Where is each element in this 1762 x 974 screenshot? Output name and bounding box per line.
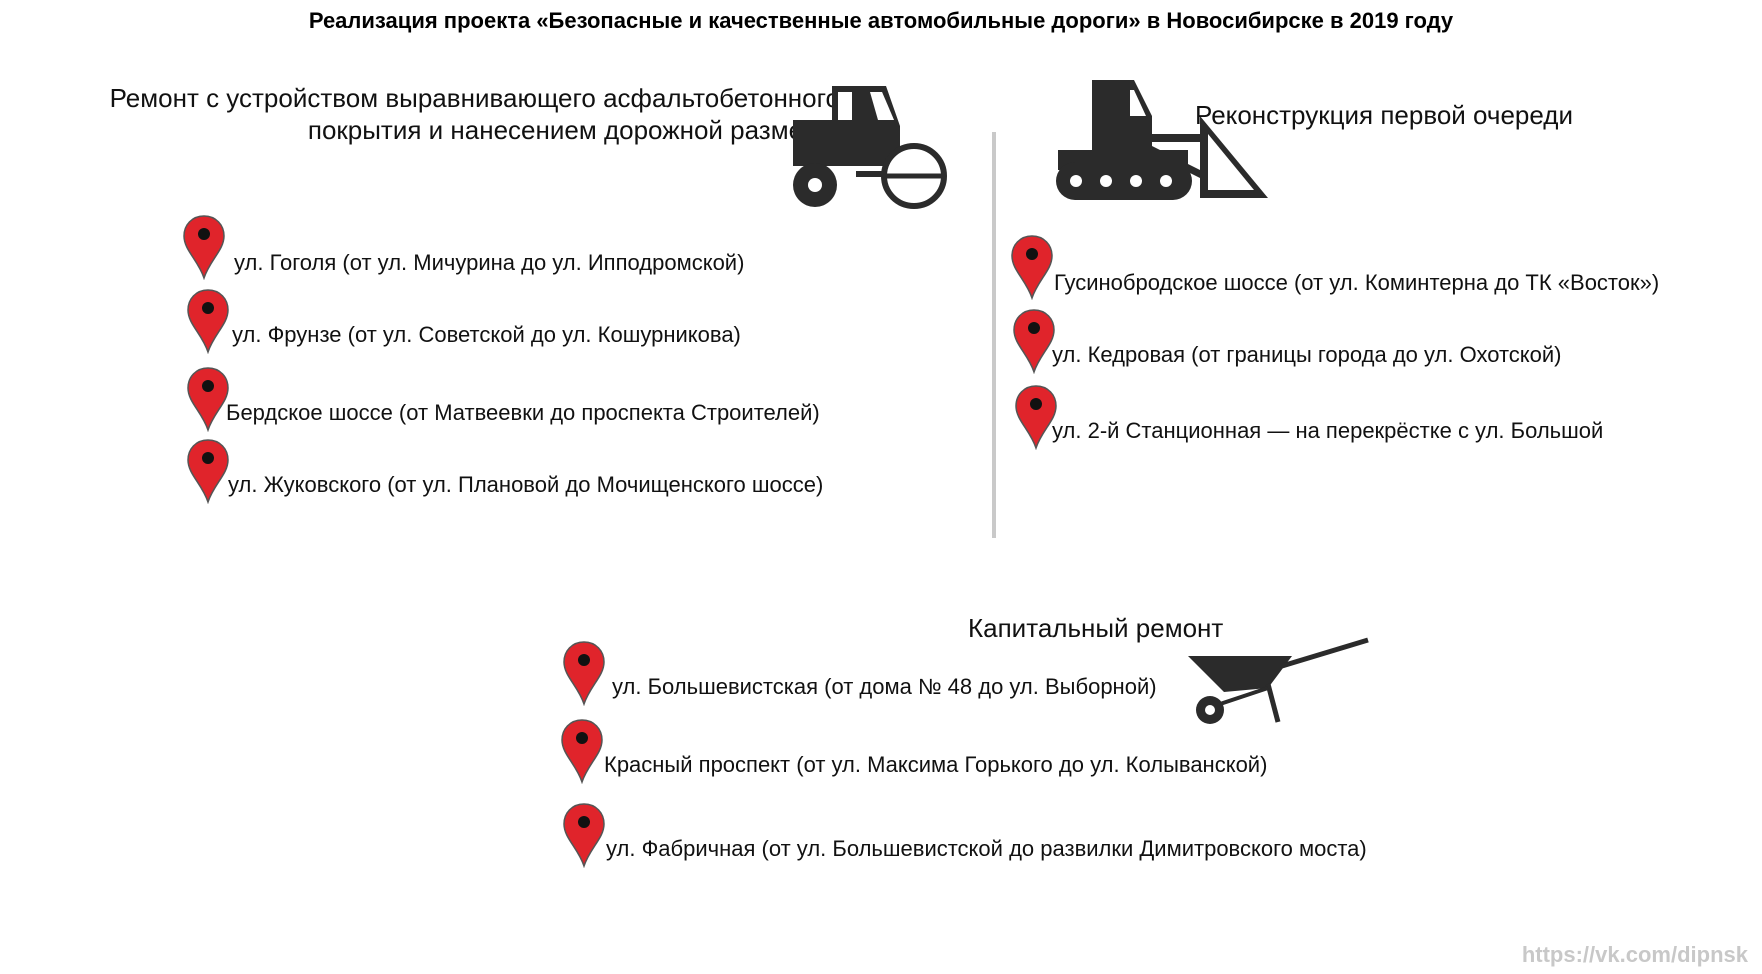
item-label: Бердское шоссе (от Матвеевки до проспект… (226, 400, 820, 425)
map-pin-icon (183, 215, 225, 280)
section-heading-reconstruction: Реконструкция первой очереди (1195, 100, 1573, 130)
map-pin-icon (1011, 235, 1053, 300)
item-label: Красный проспект (от ул. Максима Горьког… (604, 752, 1268, 777)
bulldozer-icon (1056, 80, 1268, 200)
map-pin-icon (563, 641, 605, 706)
item-label: ул. Жуковского (от ул. Плановой до Мочищ… (228, 472, 824, 497)
item-label: ул. Кедровая (от границы города до ул. О… (1052, 342, 1562, 367)
map-pin-icon (187, 367, 229, 432)
item-label: Гусинобродское шоссе (от ул. Коминтерна … (1054, 270, 1660, 295)
section-heading-repair-line1: Ремонт с устройством выравнивающего асфа… (109, 83, 840, 113)
section-heading-capital: Капитальный ремонт (968, 613, 1224, 643)
map-pin-icon (563, 803, 605, 868)
map-pin-icon (187, 439, 229, 504)
item-label: ул. Гоголя (от ул. Мичурина до ул. Иппод… (234, 250, 745, 275)
watermark-link[interactable]: https://vk.com/dipnsk (1521, 942, 1748, 967)
item-label: ул. Фабричная (от ул. Большевистской до … (606, 836, 1367, 861)
section-heading-repair-line2: покрытия и нанесением дорожной разметки (307, 115, 840, 145)
item-label: ул. Большевистская (от дома № 48 до ул. … (612, 674, 1157, 699)
section-divider (992, 132, 996, 538)
map-pin-icon (187, 289, 229, 354)
road-roller-icon (793, 86, 947, 209)
item-label: ул. Фрунзе (от ул. Советской до ул. Кошу… (232, 322, 741, 347)
map-pin-icon (1013, 309, 1055, 374)
section-heading-repair: Ремонт с устройством выравнивающего асфа… (40, 82, 840, 146)
map-pin-icon (561, 719, 603, 784)
wheelbarrow-icon (1188, 637, 1369, 724)
item-label: ул. 2-й Станционная — на перекрёстке с у… (1052, 418, 1604, 443)
map-pin-icon (1015, 385, 1057, 450)
page-title: Реализация проекта «Безопасные и качеств… (308, 8, 1454, 33)
